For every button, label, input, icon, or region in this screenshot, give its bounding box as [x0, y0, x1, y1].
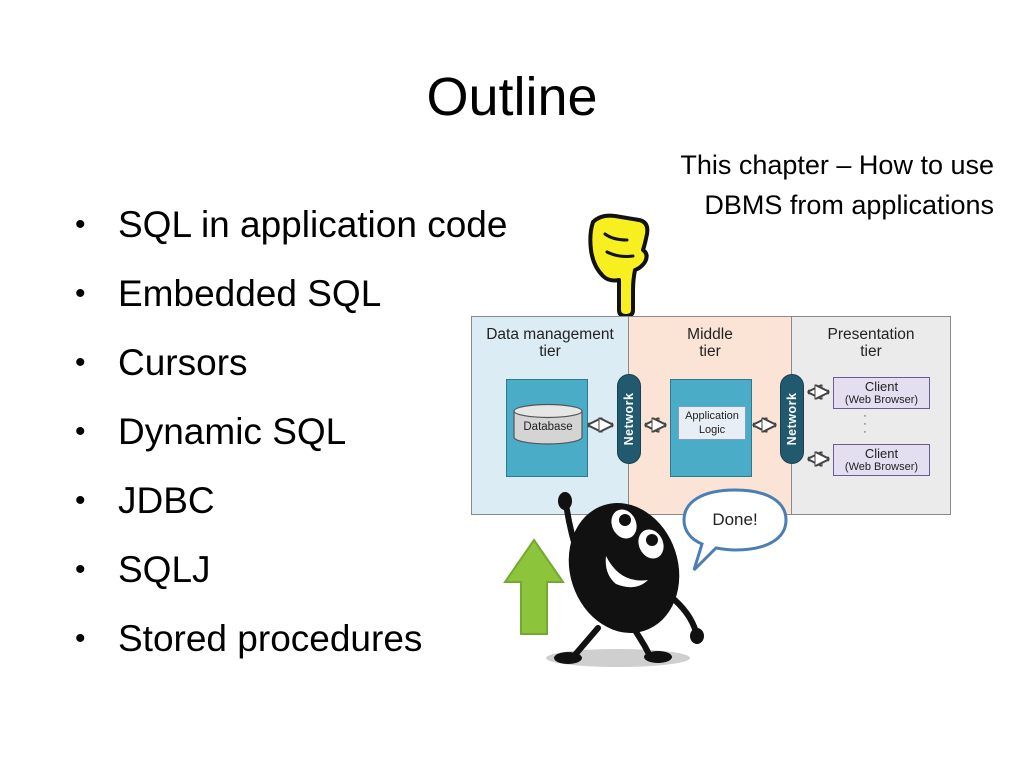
- list-item-text: SQL in application code: [118, 204, 508, 245]
- chapter-note: This chapter – How to use DBMS from appl…: [574, 145, 994, 225]
- list-item-text: SQLJ: [118, 549, 211, 590]
- pointing-hand-icon: [588, 213, 650, 318]
- speech-bubble: [682, 488, 788, 572]
- chapter-note-line2: DBMS from applications: [704, 190, 994, 220]
- tier-label: Middle tier: [687, 326, 733, 360]
- bullet-icon: •: [75, 208, 86, 241]
- list-item-text: Dynamic SQL: [118, 411, 347, 452]
- list-item: • Cursors: [75, 328, 595, 397]
- bullet-icon: •: [75, 622, 86, 655]
- data-management-tier: Data management tier Database: [472, 317, 629, 514]
- network-pill: Network: [780, 374, 804, 464]
- outline-list: • SQL in application code • Embedded SQL •…: [75, 190, 595, 673]
- tier-label: Presentation tier: [827, 326, 915, 360]
- cartoon-character-icon: [546, 492, 704, 667]
- client-box: Client (Web Browser): [833, 444, 930, 476]
- database-icon: [513, 403, 583, 445]
- list-item: • SQLJ: [75, 535, 595, 604]
- green-up-arrow-icon: [503, 538, 565, 635]
- slide-title: Outline: [426, 67, 598, 127]
- list-item: • Embedded SQL: [75, 259, 595, 328]
- database-label: Database: [523, 421, 573, 433]
- ellipsis-dots: ···: [863, 410, 867, 438]
- list-item: • Stored procedures: [75, 604, 595, 673]
- bullet-icon: •: [75, 553, 86, 586]
- bullet-icon: •: [75, 415, 86, 448]
- three-tier-diagram: Data management tier Database Middle tie…: [471, 316, 951, 515]
- list-item: • Dynamic SQL: [75, 397, 595, 466]
- list-item: • JDBC: [75, 466, 595, 535]
- bullet-icon: •: [75, 277, 86, 310]
- chapter-note-line1: This chapter – How to use: [680, 150, 994, 180]
- list-item-text: Cursors: [118, 342, 248, 383]
- network-pill: Network: [617, 374, 641, 464]
- list-item-text: Stored procedures: [118, 618, 423, 659]
- bullet-icon: •: [75, 346, 86, 379]
- presentation-tier: Presentation tier: [792, 317, 950, 514]
- client-box: Client (Web Browser): [833, 377, 930, 409]
- list-item-text: JDBC: [118, 480, 215, 521]
- tier-label: Data management tier: [486, 326, 614, 360]
- application-logic-box: Application Logic: [678, 406, 746, 440]
- middle-tier: Middle tier Application Logic: [629, 317, 792, 514]
- list-item-text: Embedded SQL: [118, 273, 382, 314]
- bullet-icon: •: [75, 484, 86, 517]
- done-callout-text: Done!: [712, 510, 758, 529]
- list-item: • SQL in application code: [75, 190, 595, 259]
